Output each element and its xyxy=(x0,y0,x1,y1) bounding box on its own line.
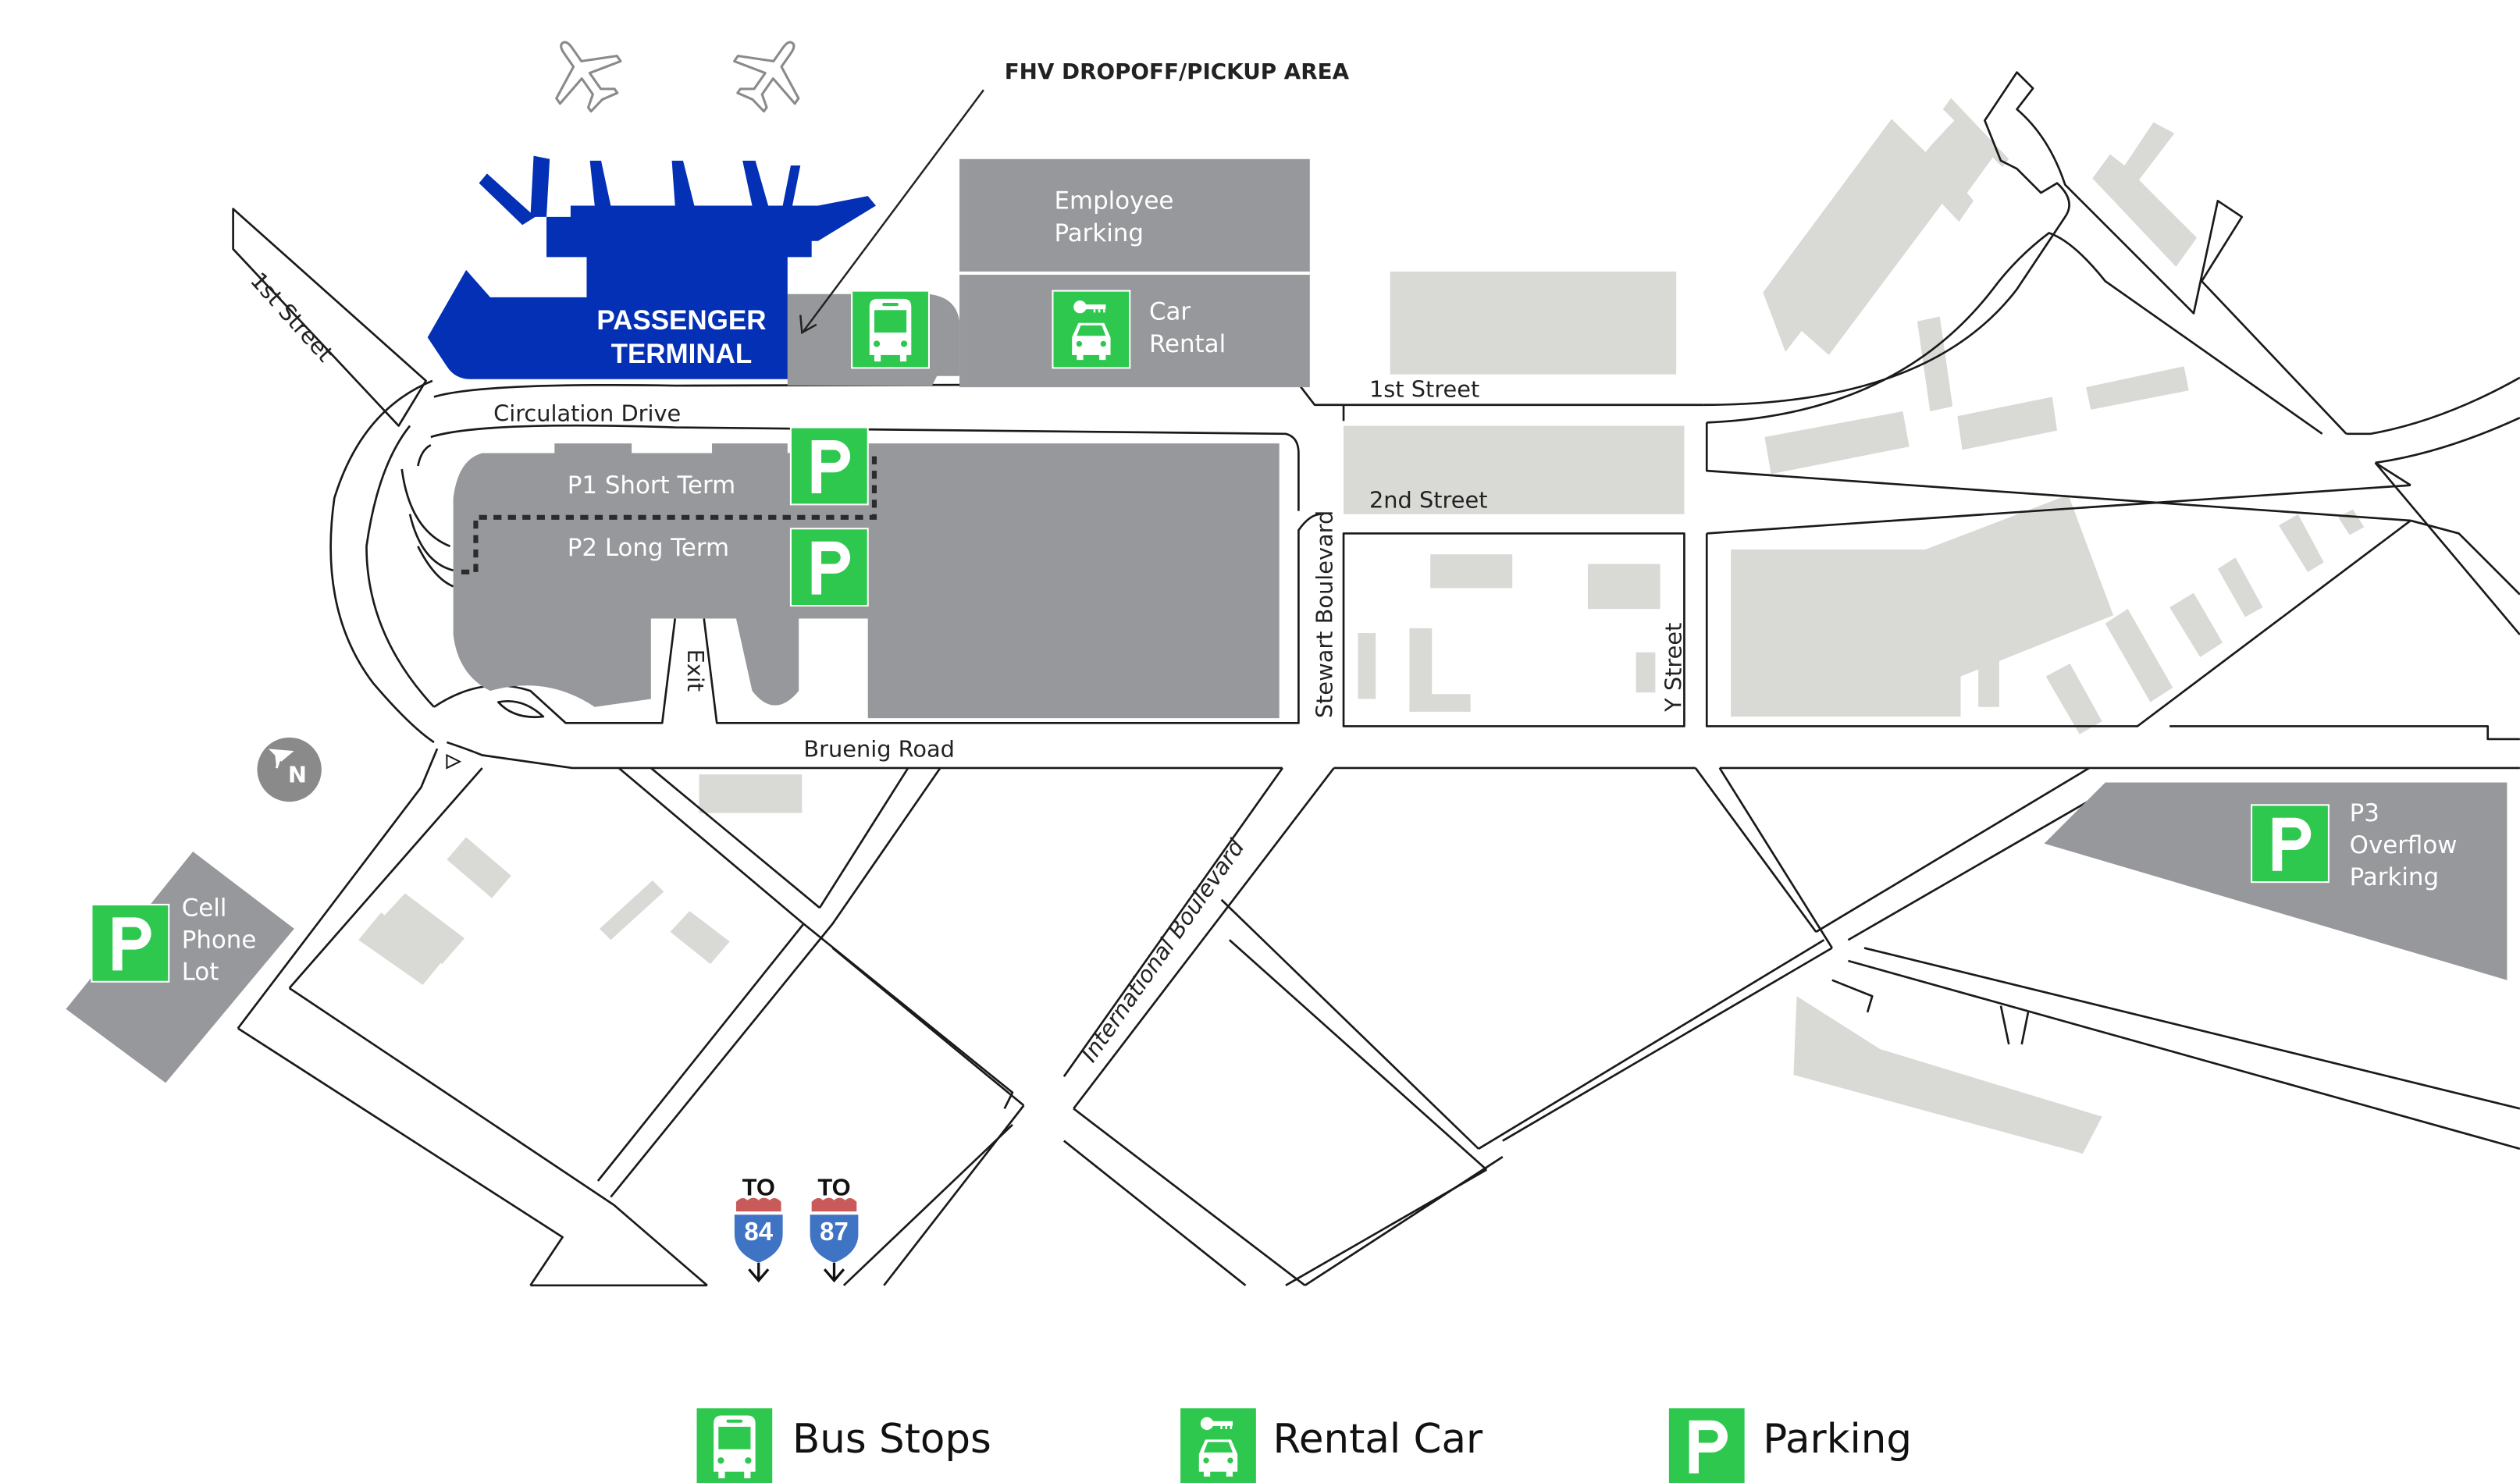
interstate-84-sign: TO 84 xyxy=(734,1174,783,1283)
cell-lot-line2: Phone xyxy=(182,926,257,955)
legend: Bus Stops Rental Car Parking xyxy=(695,1407,1912,1483)
direction-arrow-icon xyxy=(446,753,462,770)
rental-car-icon[interactable] xyxy=(1052,290,1131,369)
street-international-blvd: International Boulevard xyxy=(1076,834,1250,1066)
terminal-label-line1: PASSENGER xyxy=(596,305,766,336)
buildings xyxy=(358,98,2365,1154)
p3-parking-icon[interactable] xyxy=(2251,804,2330,884)
compass-icon: N xyxy=(257,737,322,802)
street-stewart-blvd: Stewart Boulevard xyxy=(1312,510,1338,718)
street-bruenig-road: Bruenig Road xyxy=(803,736,955,763)
exit-label: Exit xyxy=(682,649,709,692)
street-1st: 1st Street xyxy=(1369,375,1479,402)
p2-label: P2 Long Term xyxy=(568,534,729,562)
street-y: Y Street xyxy=(1660,623,1686,713)
rental-car-icon xyxy=(1178,1407,1258,1483)
road-network xyxy=(232,71,2520,1287)
bus-stop-icon[interactable] xyxy=(851,290,930,369)
fhv-label: FHV DROPOFF/PICKUP AREA xyxy=(1005,59,1350,84)
p3-line3: Parking xyxy=(2350,863,2439,891)
parking-icon xyxy=(1667,1407,1746,1483)
street-2nd: 2nd Street xyxy=(1369,486,1488,513)
interstate-84-number: 84 xyxy=(744,1217,773,1246)
p2-parking-icon[interactable] xyxy=(789,528,869,607)
cell-lot-line1: Cell xyxy=(182,894,227,922)
employee-parking-line1: Employee xyxy=(1055,187,1174,215)
p3-line1: P3 xyxy=(2350,799,2379,827)
employee-parking-line2: Parking xyxy=(1055,219,1144,247)
legend-item-rental-car: Rental Car xyxy=(1178,1407,1483,1483)
interstate-87-sign: TO 87 xyxy=(810,1174,859,1283)
passenger-terminal xyxy=(427,155,877,379)
fhv-arrow-icon xyxy=(799,315,817,335)
p3-line2: Overflow xyxy=(2350,831,2458,859)
cell-lot-line3: Lot xyxy=(182,958,219,987)
car-rental-line1: Car xyxy=(1149,298,1191,326)
interstate-87-number: 87 xyxy=(820,1217,849,1246)
bus-icon xyxy=(695,1407,774,1483)
street-circulation-drive: Circulation Drive xyxy=(493,400,681,426)
airplane-icon xyxy=(555,41,622,113)
airplane-icon xyxy=(733,41,800,113)
legend-label: Bus Stops xyxy=(792,1416,991,1463)
legend-item-bus-stops: Bus Stops xyxy=(695,1407,991,1483)
terminal-label-line2: TERMINAL xyxy=(611,339,753,369)
svg-text:TO: TO xyxy=(817,1174,850,1201)
fhv-pointer-line xyxy=(803,89,984,332)
arrow-down-icon xyxy=(823,1262,845,1283)
p1-label: P1 Short Term xyxy=(568,471,735,500)
p1-parking-icon[interactable] xyxy=(789,426,869,506)
car-rental-line2: Rental xyxy=(1149,330,1226,358)
legend-label: Rental Car xyxy=(1272,1416,1483,1463)
cell-lot-parking-icon[interactable] xyxy=(91,903,170,983)
legend-label: Parking xyxy=(1763,1416,1912,1463)
svg-text:TO: TO xyxy=(742,1174,775,1201)
legend-item-parking: Parking xyxy=(1667,1407,1912,1483)
compass-n: N xyxy=(288,761,307,788)
arrow-down-icon xyxy=(748,1262,770,1283)
